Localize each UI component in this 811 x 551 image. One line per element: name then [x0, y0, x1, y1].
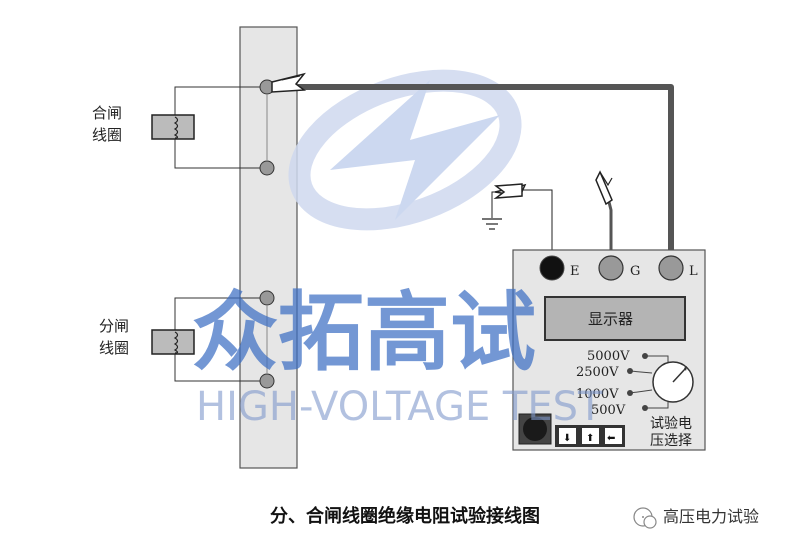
diagram-caption: 分、合闸线圈绝缘电阻试验接线图 — [270, 505, 540, 527]
left-arrow-icon: ⬅ — [607, 433, 615, 444]
account-name: 高压电力试验 — [663, 507, 759, 526]
opening-coil — [151, 329, 195, 355]
opening-coil-circuit — [151, 290, 275, 389]
e-test-cable — [522, 189, 553, 268]
opening-coil-label-line2: 线圈 — [99, 339, 129, 357]
opening-coil-winding — [173, 331, 179, 354]
l-clip-icon — [271, 72, 307, 93]
ground-icon — [482, 218, 502, 230]
voltage-1000: 1000V — [576, 387, 619, 402]
closing-coil-label-line2: 线圈 — [92, 126, 122, 144]
watermark-logo — [288, 69, 522, 231]
terminal-e — [539, 255, 565, 281]
voltage-2500: 2500V — [576, 365, 619, 380]
voltage-500: 500V — [591, 403, 626, 418]
down-arrow-icon: ⬇ — [563, 433, 571, 444]
terminal-g — [598, 255, 624, 281]
l-test-cable — [298, 84, 674, 268]
up-button[interactable] — [582, 428, 599, 444]
wechat-icon — [642, 516, 644, 518]
selector-label-line1: 试验电 — [650, 416, 692, 432]
terminal-strip — [239, 26, 298, 469]
e-clip-icon — [493, 183, 527, 199]
closing-coil — [151, 114, 195, 140]
terminal-l-label: L — [689, 264, 698, 279]
voltage-5000: 5000V — [587, 349, 630, 364]
down-button[interactable] — [559, 428, 576, 444]
voltage-selector: 5000V 2500V 1000V 500V — [576, 349, 694, 418]
closing-coil-terminal-bottom — [259, 160, 275, 176]
display-screen — [544, 296, 686, 341]
display-label: 显示器 — [588, 310, 633, 328]
control-buttons: ⬇ ⬆ ⬅ — [555, 425, 625, 447]
g-clip-icon — [595, 170, 613, 206]
up-arrow-icon: ⬆ — [586, 433, 594, 444]
watermark-brand-cn: 众拓高试 — [192, 283, 536, 383]
watermark-brand-en: HIGH-VOLTAGE TEST — [196, 384, 603, 430]
terminal-e-label: E — [570, 264, 580, 279]
closing-coil-label-line1: 合闸 — [92, 104, 122, 122]
opening-coil-label-line1: 分闸 — [99, 317, 129, 335]
terminal-g-label: G — [630, 264, 640, 279]
left-button[interactable] — [605, 428, 622, 444]
closing-coil-winding — [173, 116, 179, 139]
terminal-l — [658, 255, 684, 281]
account-tag: 高压电力试验 — [633, 507, 759, 529]
selector-label-line2: 压选择 — [650, 433, 692, 449]
